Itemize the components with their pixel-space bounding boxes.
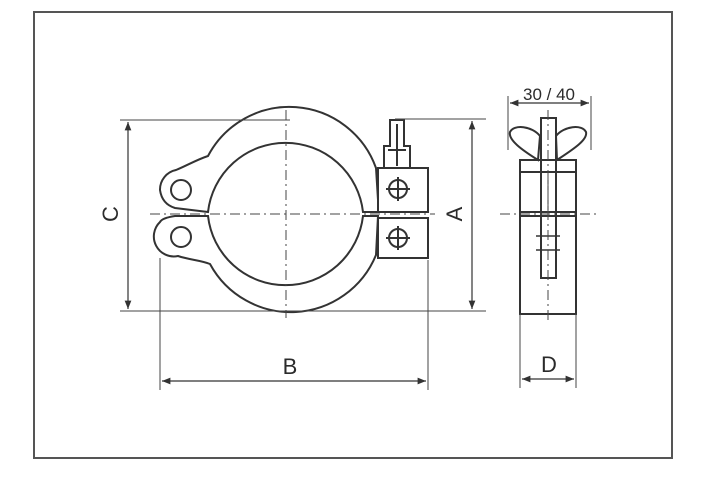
- dimension-b: B: [162, 354, 426, 385]
- lower-bolt-symbol: [386, 226, 410, 250]
- extension-lines: [120, 118, 486, 390]
- side-view-lines: [500, 96, 596, 388]
- label-c: C: [98, 206, 123, 222]
- label-b: B: [283, 354, 298, 379]
- label-a: A: [442, 206, 467, 221]
- dimension-c: C: [98, 122, 132, 309]
- dimension-d: D: [522, 352, 574, 383]
- upper-hinge-hole: [170, 179, 192, 201]
- clamp-upper-half: [158, 105, 379, 214]
- wing-nut-front: [383, 119, 411, 168]
- center-lines: [150, 110, 435, 318]
- clamp-lower-half: [152, 215, 380, 314]
- clamp-front-view: [152, 105, 429, 314]
- label-d: D: [541, 352, 557, 377]
- upper-lug: [377, 167, 429, 213]
- lower-hinge-hole: [170, 226, 192, 248]
- dimension-width-range: 30 / 40: [510, 85, 589, 107]
- dimension-a: A: [442, 121, 476, 309]
- wing-right: [554, 126, 588, 162]
- lower-lug: [377, 217, 429, 259]
- wing-left: [508, 126, 542, 162]
- upper-bolt-symbol: [386, 177, 410, 201]
- label-width-range: 30 / 40: [523, 85, 575, 104]
